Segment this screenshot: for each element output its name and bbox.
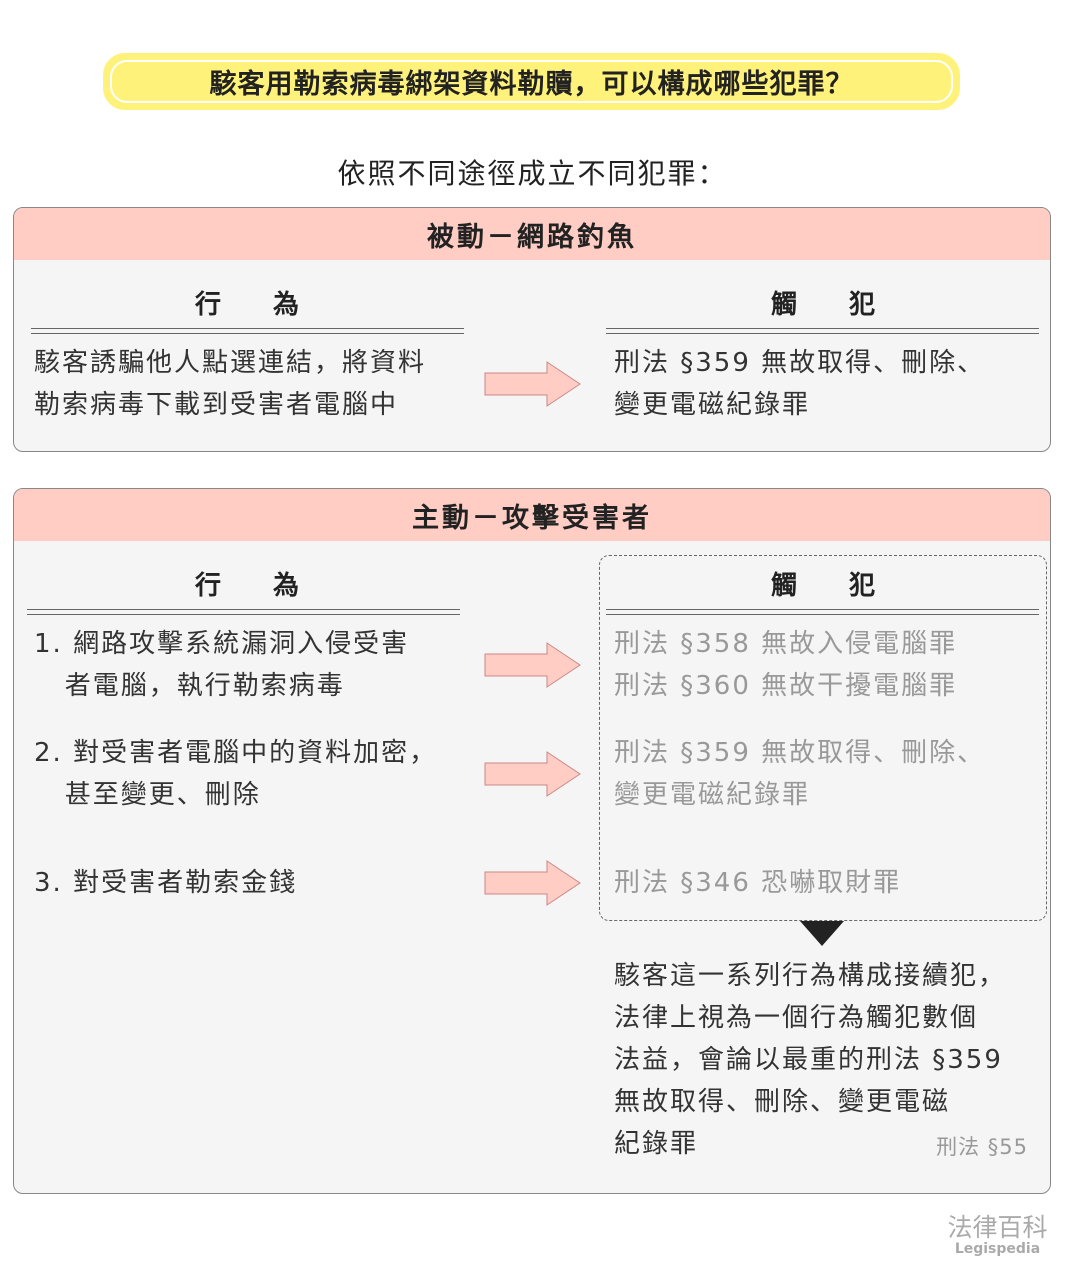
- arrow-right-icon: [484, 751, 581, 797]
- active-panel: 主動－攻擊受害者 行 為 觸 犯 1. 網路攻擊系統漏洞入侵受害 者電腦，執行勒…: [13, 488, 1051, 1194]
- passive-header: 被動－網路釣魚: [14, 208, 1050, 260]
- triangle-down-icon: [800, 921, 844, 946]
- crime-item-2: 刑法 §359 無故取得、刪除、變更電磁紀錄罪: [614, 738, 986, 810]
- arrow-right-icon: [484, 642, 581, 688]
- action-item-2: 2. 對受害者電腦中的資料加密， 甚至變更、刪除: [34, 738, 438, 810]
- crime-column-header: 觸 犯: [770, 571, 875, 601]
- logo-subtitle: Legispedia: [954, 1241, 1041, 1257]
- action-column-header: 行 為: [194, 571, 299, 601]
- active-header: 主動－攻擊受害者: [14, 489, 1050, 541]
- title-banner: 駭客用勒索病毒綁架資料勒贖，可以構成哪些犯罪？: [103, 53, 960, 110]
- divider: [27, 609, 460, 615]
- divider: [31, 328, 464, 334]
- passive-panel: 被動－網路釣魚 行 為 觸 犯 駭客誘騙他人點選連結，將資料勒索病毒下載到受害者…: [13, 207, 1051, 452]
- action-item-1: 1. 網路攻擊系統漏洞入侵受害 者電腦，執行勒索病毒: [34, 629, 410, 701]
- arrow-right-icon: [484, 860, 581, 906]
- crime-text: 刑法 §359 無故取得、刪除、變更電磁紀錄罪: [614, 348, 986, 420]
- divider: [606, 609, 1039, 615]
- crime-group-box: [599, 555, 1047, 921]
- crime-item-1: 刑法 §358 無故入侵電腦罪刑法 §360 無故干擾電腦罪: [614, 629, 958, 701]
- action-column-header: 行 為: [194, 290, 299, 320]
- conclusion-reference: 刑法 §55: [936, 1135, 1028, 1159]
- action-text: 駭客誘騙他人點選連結，將資料勒索病毒下載到受害者電腦中: [34, 348, 427, 420]
- title-text: 駭客用勒索病毒綁架資料勒贖，可以構成哪些犯罪？: [110, 60, 953, 103]
- action-item-3: 3. 對受害者勒索金錢: [34, 868, 298, 898]
- crime-column-header: 觸 犯: [770, 290, 875, 320]
- subtitle: 依照不同途徑成立不同犯罪：: [337, 157, 728, 190]
- logo-name: 法律百科: [947, 1213, 1048, 1242]
- arrow-right-icon: [484, 361, 581, 407]
- divider: [606, 328, 1039, 334]
- crime-item-3: 刑法 §346 恐嚇取財罪: [614, 868, 902, 898]
- conclusion-text: 駭客這一系列行為構成接續犯，法律上視為一個行為觸犯數個法益，會論以最重的刑法 §…: [614, 961, 1007, 1159]
